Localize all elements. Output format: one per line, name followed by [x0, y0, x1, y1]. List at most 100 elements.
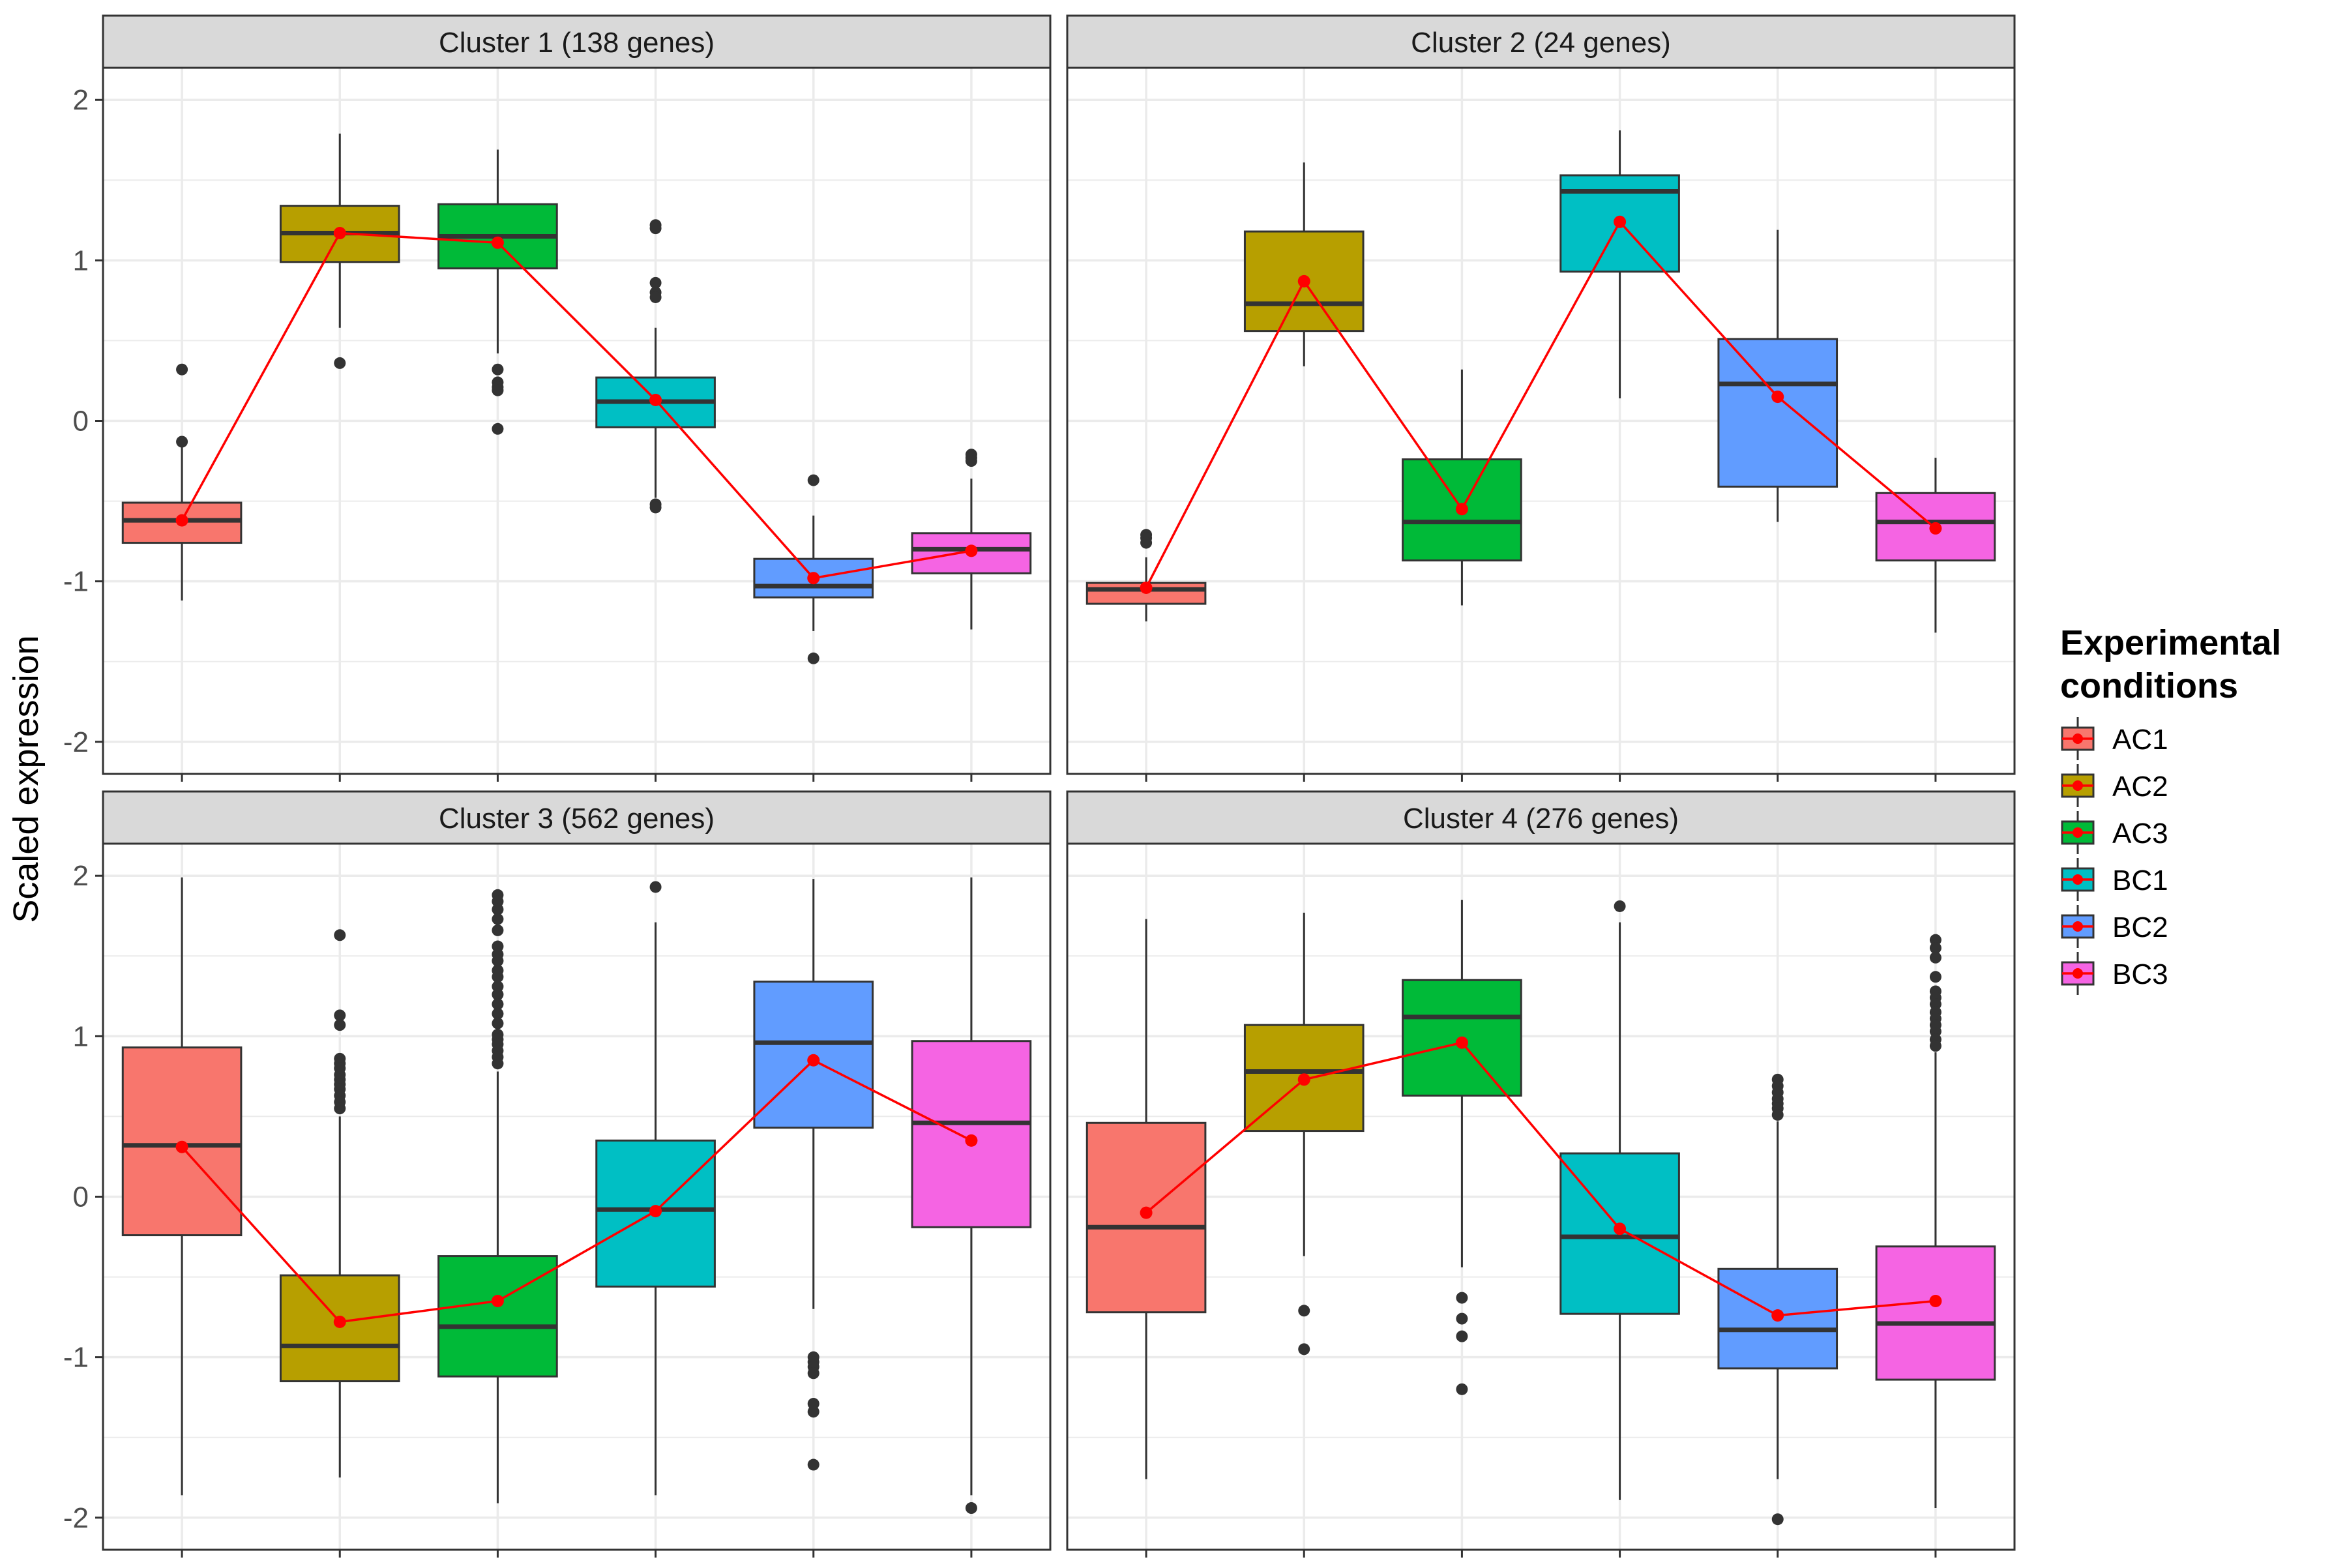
outlier-point — [492, 954, 504, 967]
box-bc2 — [753, 474, 874, 664]
box-ac2 — [279, 929, 400, 1478]
mean-point — [333, 1315, 346, 1328]
mean-line — [1145, 220, 1937, 589]
outlier-point — [1771, 1108, 1784, 1121]
outlier-point — [492, 1058, 504, 1070]
outlier-point — [807, 1406, 819, 1418]
y-tick-label: 2 — [73, 84, 89, 116]
y-axis-title: Scaled expression — [7, 635, 46, 923]
facet-strip — [1066, 14, 2016, 69]
box-ac3 — [437, 889, 558, 1503]
outlier-point — [492, 940, 504, 953]
facet-strip — [1066, 790, 2016, 845]
outlier-point — [1929, 1040, 1941, 1052]
facet-strip-label: Cluster 4 (276 genes) — [1403, 803, 1679, 835]
mean-point — [1140, 581, 1153, 594]
outlier-point — [492, 913, 504, 925]
mean-point — [175, 1140, 188, 1153]
mean-point — [1140, 1206, 1153, 1219]
mean-point — [491, 236, 504, 249]
outlier-point — [492, 971, 504, 983]
outlier-point — [1929, 934, 1941, 946]
outlier-point — [1456, 1330, 1468, 1342]
mean-line — [181, 231, 972, 580]
outlier-point — [492, 895, 504, 908]
outlier-point — [1929, 971, 1941, 983]
box-bc2 — [1717, 229, 1838, 522]
outlier-point — [649, 291, 662, 303]
outlier-point — [1456, 1292, 1468, 1304]
box-body — [911, 1040, 1032, 1228]
box-body — [279, 1274, 400, 1383]
outlier-point — [649, 881, 662, 893]
legend-title-line-2: conditions — [2060, 666, 2238, 705]
mean-point — [1614, 1222, 1627, 1235]
y-tick-label: -2 — [63, 726, 89, 758]
legend-key-ac3: AC3 — [2061, 811, 2168, 854]
legend-label: BC1 — [2112, 865, 2168, 896]
legend-label: AC3 — [2112, 818, 2168, 850]
outlier-point — [649, 222, 662, 235]
box-body — [1875, 1245, 1996, 1381]
legend-key-mean-point — [2073, 733, 2083, 744]
outlier-point — [1298, 1343, 1310, 1355]
mean-point — [649, 394, 662, 407]
outlier-point — [807, 1398, 819, 1410]
outlier-point — [1929, 998, 1941, 1011]
mean-point — [1771, 1309, 1784, 1322]
box-body — [437, 1255, 558, 1378]
outlier-point — [1614, 900, 1626, 912]
mean-point — [1455, 1036, 1468, 1049]
mean-point — [965, 1134, 978, 1147]
mean-point — [1771, 391, 1784, 404]
y-tick-label: 0 — [73, 1181, 89, 1213]
mean-point — [1297, 1073, 1310, 1086]
mean-point — [333, 227, 346, 240]
outlier-point — [492, 924, 504, 936]
legend-key-mean-point — [2073, 874, 2083, 885]
outlier-point — [492, 1017, 504, 1029]
y-tick-label: -2 — [63, 1502, 89, 1534]
mean-point — [1297, 274, 1310, 288]
legend-title-line-1: Experimental — [2060, 623, 2281, 662]
outlier-point — [334, 1102, 346, 1115]
legend-key-ac2: AC2 — [2061, 764, 2168, 807]
outlier-point — [492, 998, 504, 1011]
y-tick-label: 1 — [73, 244, 89, 276]
box-ac1 — [121, 363, 243, 601]
outlier-point — [334, 929, 346, 941]
outlier-point — [807, 652, 819, 664]
mean-point — [1455, 503, 1468, 516]
outlier-point — [1140, 537, 1153, 549]
mean-line — [181, 1059, 972, 1324]
outlier-point — [492, 1007, 504, 1020]
mean-point — [649, 1205, 662, 1218]
outlier-point — [1929, 1025, 1941, 1037]
outlier-point — [334, 357, 346, 369]
outlier-point — [492, 422, 504, 435]
outlier-point — [492, 988, 504, 1001]
facet-strip — [102, 14, 1052, 69]
box-bc3 — [911, 877, 1032, 1515]
y-tick-label: 1 — [73, 1020, 89, 1052]
mean-point — [491, 1294, 504, 1307]
y-tick-label: -1 — [63, 1342, 89, 1374]
box-bc3 — [1875, 934, 1996, 1509]
outlier-point — [649, 501, 662, 514]
outlier-point — [176, 363, 188, 376]
outlier-point — [1929, 951, 1941, 964]
y-tick-label: -1 — [63, 566, 89, 598]
outlier-point — [807, 1458, 819, 1471]
mean-point — [807, 572, 820, 585]
box-bc1 — [1559, 900, 1680, 1500]
y-tick-label: 0 — [73, 406, 89, 437]
mean-point — [1929, 1294, 1942, 1307]
legend-key-mean-point — [2073, 921, 2083, 932]
legend-label: BC2 — [2112, 911, 2168, 943]
legend-key-mean-point — [2073, 827, 2083, 838]
outlier-point — [965, 455, 977, 467]
box-ac3 — [437, 149, 558, 435]
